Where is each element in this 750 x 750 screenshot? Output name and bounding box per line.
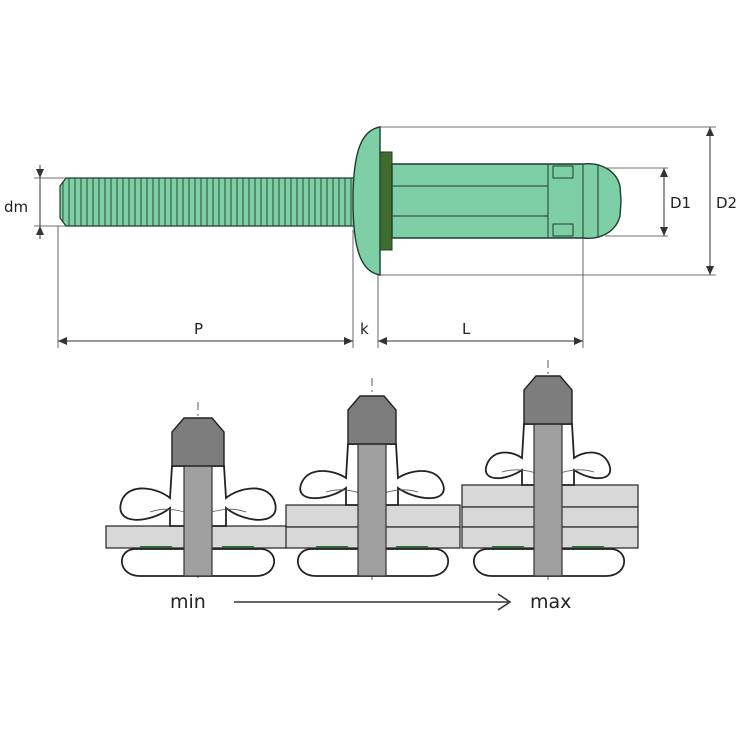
dim-label-d1: D1 xyxy=(670,194,691,212)
installed-rivet-mid xyxy=(285,378,461,580)
arrowhead-icon xyxy=(497,593,512,611)
body-slot-lines xyxy=(392,164,599,238)
dim-label-k: k xyxy=(360,320,369,338)
dim-label-l: L xyxy=(462,320,471,338)
installed-rivet-max xyxy=(461,360,639,580)
mandrel-head-max xyxy=(523,375,573,425)
rivet-side-view: dm D1 D2 xyxy=(4,126,737,348)
dim-d2: D2 xyxy=(380,126,737,276)
dim-label-dm: dm xyxy=(4,198,28,216)
seal-washer xyxy=(379,151,393,251)
mandrel-max xyxy=(533,417,563,577)
mandrel-head-min xyxy=(171,417,225,467)
dim-k: k xyxy=(360,320,369,338)
horizontal-extension-lines xyxy=(57,226,584,348)
rivet-body xyxy=(391,163,622,239)
min-label: min xyxy=(170,591,206,613)
dim-l: L xyxy=(378,320,583,345)
mandrel-stem xyxy=(59,177,357,227)
dim-dm: dm xyxy=(4,165,66,239)
dim-label-p: P xyxy=(194,320,203,338)
dim-label-d2: D2 xyxy=(716,194,737,212)
max-label: max xyxy=(530,591,571,613)
mandrel-min xyxy=(183,459,213,577)
rivet-head xyxy=(352,126,381,276)
dim-d1: D1 xyxy=(605,167,691,237)
dim-p: P xyxy=(58,320,353,345)
mandrel-head-mid xyxy=(347,395,397,445)
grip-range-indicator: min max xyxy=(170,591,571,613)
installed-rivet-min xyxy=(105,402,289,580)
mandrel-mid xyxy=(357,437,387,577)
